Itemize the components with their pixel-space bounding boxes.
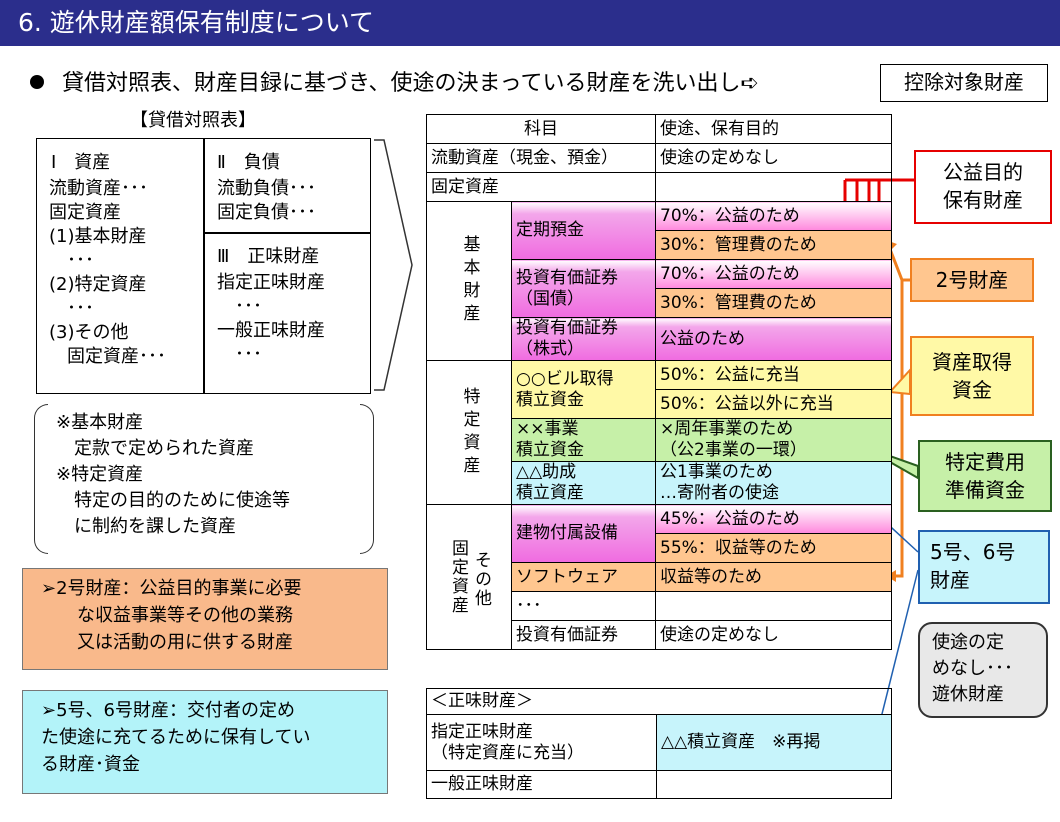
divider xyxy=(203,232,371,234)
stock-purpose: 公益のため xyxy=(655,317,892,361)
aa-grant-fund: △△助成 積立資産 xyxy=(511,461,656,505)
bullet-text: 貸借対照表、財産目録に基づき、使途の決まっている財産を洗い出し➪ xyxy=(62,71,759,96)
net-assets-lines: 指定正味財産 ･･･ 一般正味財産 ･･･ xyxy=(217,272,325,365)
bullet-dot-icon xyxy=(30,75,44,89)
aa-grant-purpose: 公1事業のため …寄附者の使途 xyxy=(655,461,892,505)
no2-property-callout: 2号財産 xyxy=(910,258,1034,302)
building-purpose-2: 50%：公益以外に充当 xyxy=(655,389,892,419)
liabilities-lines: 流動負債･･･ 固定負債･･･ xyxy=(217,178,316,223)
balance-sheet-title: 【貸借対照表】 xyxy=(130,110,256,131)
category-other-label-1: 固定資産 xyxy=(448,539,468,615)
category-basic-assets: 基本財産 xyxy=(426,201,512,361)
designated-net-assets-purpose: △△積立資産 ※再掲 xyxy=(656,714,892,771)
public-purpose-callout: 公益目的 保有財産 xyxy=(914,150,1052,224)
liabilities-heading: Ⅱ 負債 xyxy=(217,152,280,173)
bond-purpose-1: 70%：公益のため xyxy=(655,259,892,289)
net-assets-heading: ＜正味財産＞ xyxy=(426,688,892,715)
other-dots: ･･･ xyxy=(511,591,656,621)
equipment-purpose-2: 55%：収益等のため xyxy=(655,533,892,563)
investment-purpose: 使途の定めなし xyxy=(655,620,892,650)
balance-sheet-box: Ⅰ 資産 流動資産･･･ 固定資産 (1)基本財産 ･･･ (2)特定資産 ･･… xyxy=(36,138,371,394)
teiki-deposit: 定期預金 xyxy=(511,201,656,260)
general-net-assets: 一般正味財産 xyxy=(426,770,657,799)
stock-securities: 投資有価証券 （株式） xyxy=(511,317,656,361)
category-special-assets: 特定資産 xyxy=(426,360,512,505)
notes-text: ※基本財産 定款で定められた資産 ※特定資産 特定の目的のために使途等 に制約を… xyxy=(56,412,290,537)
big-arrow-icon xyxy=(374,139,413,391)
deduct-label-box: 控除対象財産 xyxy=(880,64,1048,102)
row-current-assets: 流動資産（現金、預金） xyxy=(426,143,656,173)
teiki-purpose-2: 30%：管理費のため xyxy=(655,230,892,260)
building-purpose-1: 50%：公益に充当 xyxy=(655,360,892,390)
teiki-purpose-1: 70%：公益のため xyxy=(655,201,892,231)
other-dots-purpose xyxy=(655,591,892,621)
no56-definition-scroll: ➢5号、6号財産：交付者の定め た使途に充てるために保有してい る財産･資金 xyxy=(22,690,388,794)
idle-property-callout: 使途の定 めなし･･･ 遊休財産 xyxy=(918,622,1048,718)
asset-acquisition-callout: 資産取得 資金 xyxy=(910,336,1034,416)
category-other-label-2: その他 xyxy=(471,551,491,608)
bond-purpose-2: 30%：管理費のため xyxy=(655,288,892,318)
bond-securities: 投資有価証券 （国債） xyxy=(511,259,656,318)
general-net-assets-purpose xyxy=(656,770,892,799)
software: ソフトウェア xyxy=(511,562,656,592)
specific-expense-callout: 特定費用 準備資金 xyxy=(918,440,1052,512)
category-other-fixed: 固定資産 その他 xyxy=(426,504,512,650)
no56-property-callout: 5号、6号 財産 xyxy=(918,530,1050,604)
software-purpose: 収益等のため xyxy=(655,562,892,592)
investment-securities: 投資有価証券 xyxy=(511,620,656,650)
page-title: 6. 遊休財産額保有制度について xyxy=(0,0,1060,46)
notes-box: ※基本財産 定款で定められた資産 ※特定資産 特定の目的のために使途等 に制約を… xyxy=(34,404,374,554)
equipment-purpose-1: 45%：公益のため xyxy=(655,504,892,534)
no2-definition-scroll: ➢2号財産：公益目的事業に必要 な収益事業等その他の業務 又は活動の用に供する財… xyxy=(22,568,388,670)
header-subject: 科目 xyxy=(426,114,656,144)
designated-net-assets: 指定正味財産 （特定資産に充当） xyxy=(426,714,657,771)
row-fixed-assets: 固定資産 xyxy=(426,172,656,202)
row-fixed-assets-purpose xyxy=(655,172,892,202)
divider xyxy=(203,139,205,393)
row-current-assets-purpose: 使途の定めなし xyxy=(655,143,892,173)
assets-heading: Ⅰ 資産 xyxy=(51,152,111,173)
building-equipment: 建物付属設備 xyxy=(511,504,656,563)
building-fund: ○○ビル取得 積立資金 xyxy=(511,360,656,419)
net-assets-table: ＜正味財産＞ 指定正味財産 （特定資産に充当） △△積立資産 ※再掲 一般正味財… xyxy=(426,688,892,799)
xx-project-fund: ××事業 積立資金 xyxy=(511,418,656,462)
bullet-line: 貸借対照表、財産目録に基づき、使途の決まっている財産を洗い出し➪ xyxy=(30,66,759,102)
net-assets-heading: Ⅲ 正味財産 xyxy=(217,246,320,267)
property-table: 科目 使途、保有目的 流動資産（現金、預金） 使途の定めなし 固定資産 基本財産… xyxy=(426,114,892,650)
assets-lines: 流動資産･･･ 固定資産 (1)基本財産 ･･･ (2)特定資産 ･･･ (3)… xyxy=(49,178,166,367)
xx-project-purpose: ×周年事業のため （公2事業の一環） xyxy=(655,418,892,462)
header-purpose: 使途、保有目的 xyxy=(655,114,892,144)
asset-callout-tail xyxy=(887,367,911,396)
